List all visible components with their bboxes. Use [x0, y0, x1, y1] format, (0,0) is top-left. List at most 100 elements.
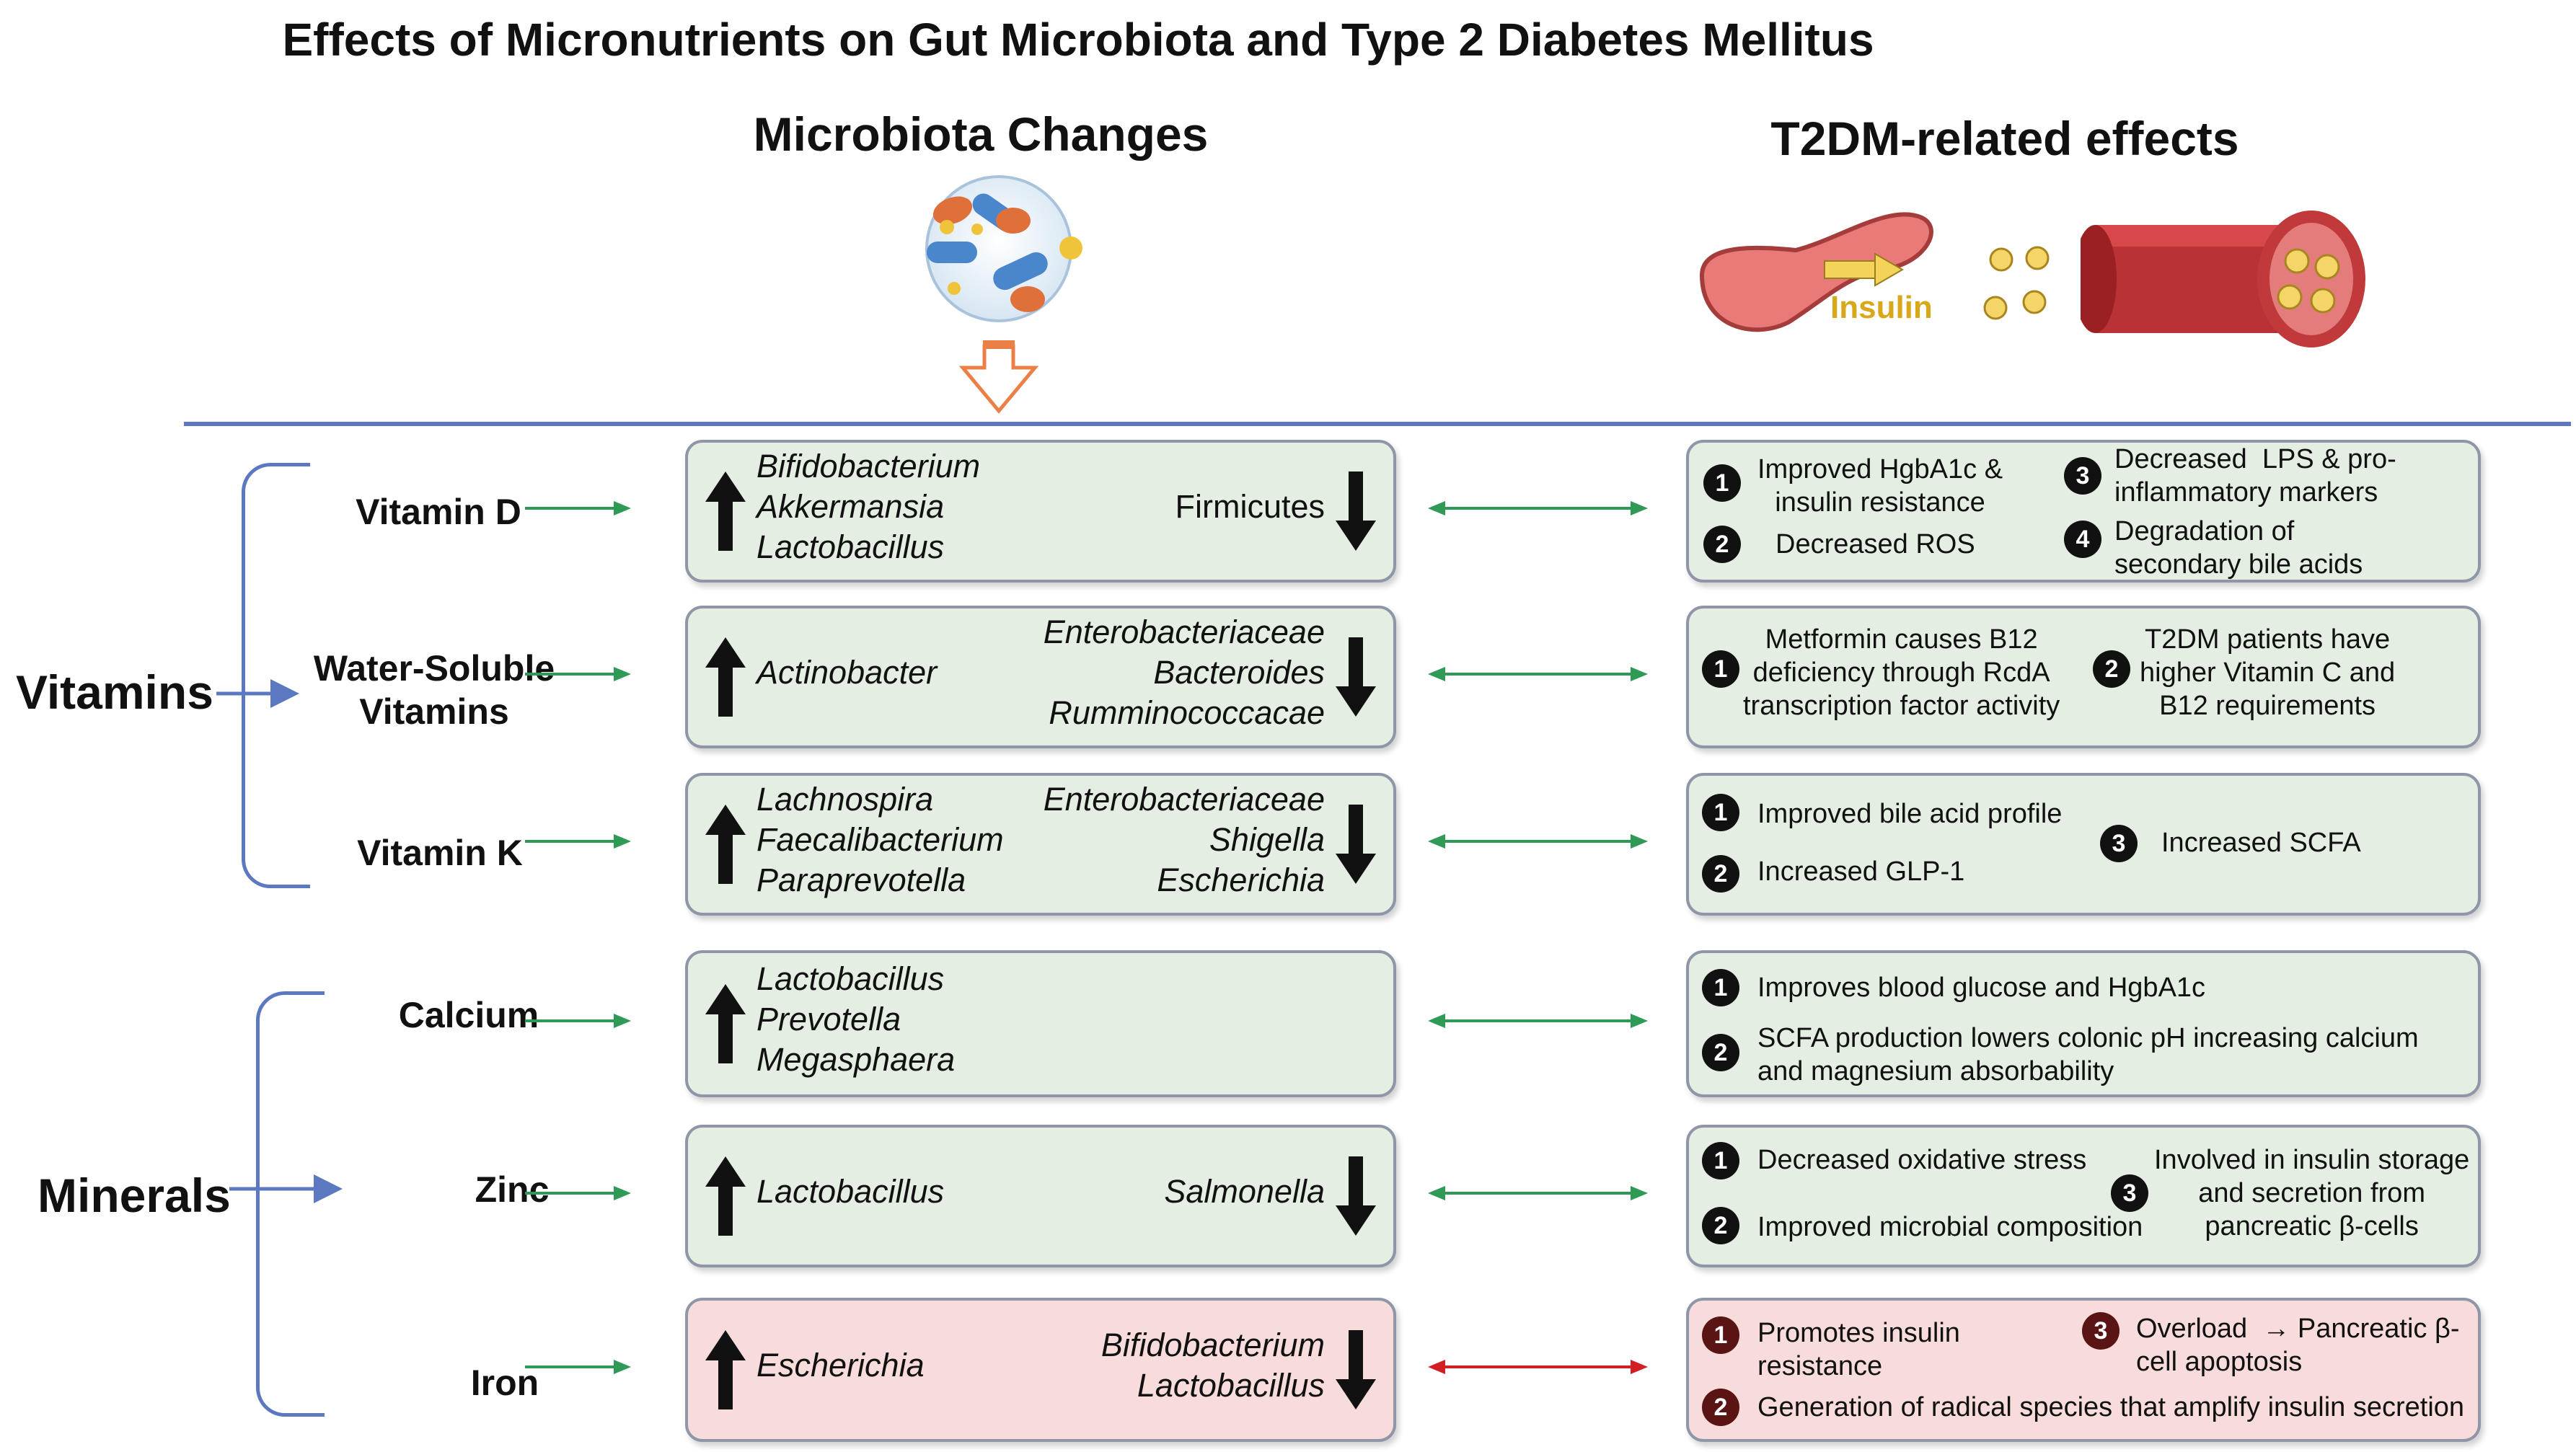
decrease-arrow-icon: [1336, 637, 1376, 717]
decreased-taxon: Lactobacillus: [1137, 1367, 1325, 1404]
t2dm-effects-box-zinc: 1 Decreased oxidative stress 2 Improved mic…: [1686, 1125, 2481, 1267]
nutrient-arrow-zinc: [525, 1186, 631, 1200]
header-divider: [184, 422, 2571, 426]
effect-number-badge: 3: [2111, 1174, 2148, 1212]
effect-text: Decreased oxidative stress: [1757, 1145, 2087, 1175]
effect-text: Decreased LPS & pro- inflammatory marker…: [2114, 444, 2396, 508]
increase-arrow-icon: [705, 637, 746, 717]
decreased-taxa-list: Firmicutes: [1175, 487, 1325, 527]
effect-number-badge: 1: [1702, 1142, 1739, 1179]
effect-number-badge: 3: [2082, 1312, 2120, 1350]
nutrient-label-iron: Iron: [470, 1363, 539, 1403]
increased-taxon: Bifidobacterium: [757, 448, 981, 484]
minerals-group-label: Minerals: [38, 1169, 231, 1222]
decreased-taxon: Enterobacteriaceae: [1043, 614, 1325, 650]
decreased-taxon: Escherichia: [1157, 862, 1325, 898]
increased-taxon: Actinobacter: [757, 654, 938, 691]
increase-arrow-icon: [705, 805, 746, 884]
effect-text: Metformin causes B12 deficiency through …: [1743, 624, 2060, 721]
nutrient-arrow-water-soluble-vitamins: [525, 667, 631, 681]
increased-taxon: Faecalibacterium: [757, 821, 1004, 858]
decreased-taxon: Bifidobacterium: [1100, 1327, 1325, 1363]
effect-number-badge: 1: [1702, 794, 1739, 831]
decreased-taxon: Rumminococcacae: [1049, 694, 1325, 731]
effect-number-badge: 2: [1702, 1207, 1739, 1244]
blood-vessel-glucose-icon: [2081, 189, 2369, 355]
effect-number-badge: 2: [2093, 650, 2130, 688]
effect-number-badge: 2: [1702, 1034, 1739, 1071]
increased-taxa-list: Actinobacter: [757, 652, 937, 693]
increased-taxon: Lachnospira: [757, 781, 934, 818]
microbiota-column-heading: Microbiota Changes: [753, 107, 1209, 161]
effect-number-badge: 4: [2064, 521, 2101, 558]
effect-text: Improves blood glucose and HgbA1c: [1757, 973, 2206, 1003]
nutrient-label-water-soluble-vitamins: Water-Soluble Vitamins: [313, 648, 555, 732]
increased-taxon: Akkermansia: [757, 488, 945, 525]
decreased-taxon: Firmicutes: [1175, 488, 1325, 525]
decreased-taxon: Bacteroides: [1153, 654, 1325, 691]
decrease-arrow-icon: [1336, 1156, 1376, 1236]
link-arrow-calcium: [1428, 1014, 1648, 1028]
effect-number-badge: 2: [1702, 1389, 1739, 1426]
effect-text: Promotes insulin resistance: [1757, 1318, 1960, 1381]
pancreas-icon: Insulin: [1673, 189, 1947, 384]
nutrient-label-vitamin-d: Vitamin D: [356, 492, 521, 532]
nutrient-arrow-vitamin-k: [525, 834, 631, 849]
minerals-bracket: [256, 991, 325, 1417]
t2dm-column-heading: T2DM-related effects: [1770, 112, 2239, 165]
link-arrow-iron: [1428, 1360, 1648, 1374]
increase-arrow-icon: [705, 1156, 746, 1236]
decrease-arrow-icon: [1336, 1330, 1376, 1409]
insulin-label: Insulin: [1830, 290, 1933, 325]
increase-arrow-icon: [705, 984, 746, 1063]
increase-arrow-icon: [705, 472, 746, 551]
decrease-arrow-icon: [1336, 805, 1376, 884]
increased-taxon: Lactobacillus: [757, 1173, 945, 1210]
nutrient-label-zinc: Zinc: [475, 1169, 550, 1210]
effect-number-badge: 1: [1702, 650, 1739, 688]
effect-number-badge: 1: [1702, 1316, 1739, 1354]
effect-text: Overload → Pancreatic β- cell apoptosis: [2136, 1314, 2460, 1377]
link-arrow-zinc: [1428, 1186, 1648, 1200]
figure-title: Effects of Micronutrients on Gut Microbi…: [282, 14, 1874, 66]
effect-text: T2DM patients have higher Vitamin C and …: [2140, 624, 2396, 721]
effect-number-badge: 3: [2064, 457, 2101, 495]
link-arrow-vitamin-k: [1428, 834, 1648, 849]
decreased-taxon: Enterobacteriaceae: [1043, 781, 1325, 818]
effect-text: Degradation of secondary bile acids: [2114, 516, 2363, 580]
increased-taxon: Prevotella: [757, 1001, 901, 1037]
increased-taxon: Lactobacillus: [757, 960, 945, 997]
decrease-arrow-icon: [1336, 472, 1376, 551]
link-arrow-vitamin-d: [1428, 501, 1648, 515]
glucose-dots-icon: [1980, 242, 2059, 324]
effect-text: Improved microbial composition: [1757, 1212, 2143, 1242]
increased-taxon: Lactobacillus: [757, 528, 945, 565]
increased-taxon: Escherichia: [757, 1347, 925, 1384]
effect-text: Improved HgbA1c & insulin resistance: [1757, 454, 2003, 518]
nutrient-arrow-iron: [525, 1360, 631, 1374]
effect-number-badge: 2: [1702, 855, 1739, 893]
link-arrow-water-soluble-vitamins: [1428, 667, 1648, 681]
effect-number-badge: 1: [1703, 464, 1741, 502]
effect-text: SCFA production lowers colonic pH increa…: [1757, 1023, 2419, 1086]
effect-text: Involved in insulin storage and secretio…: [2154, 1145, 2470, 1241]
effect-text: Decreased ROS: [1776, 529, 1975, 559]
vitamins-bracket: [242, 463, 310, 888]
increase-arrow-icon: [705, 1330, 746, 1409]
